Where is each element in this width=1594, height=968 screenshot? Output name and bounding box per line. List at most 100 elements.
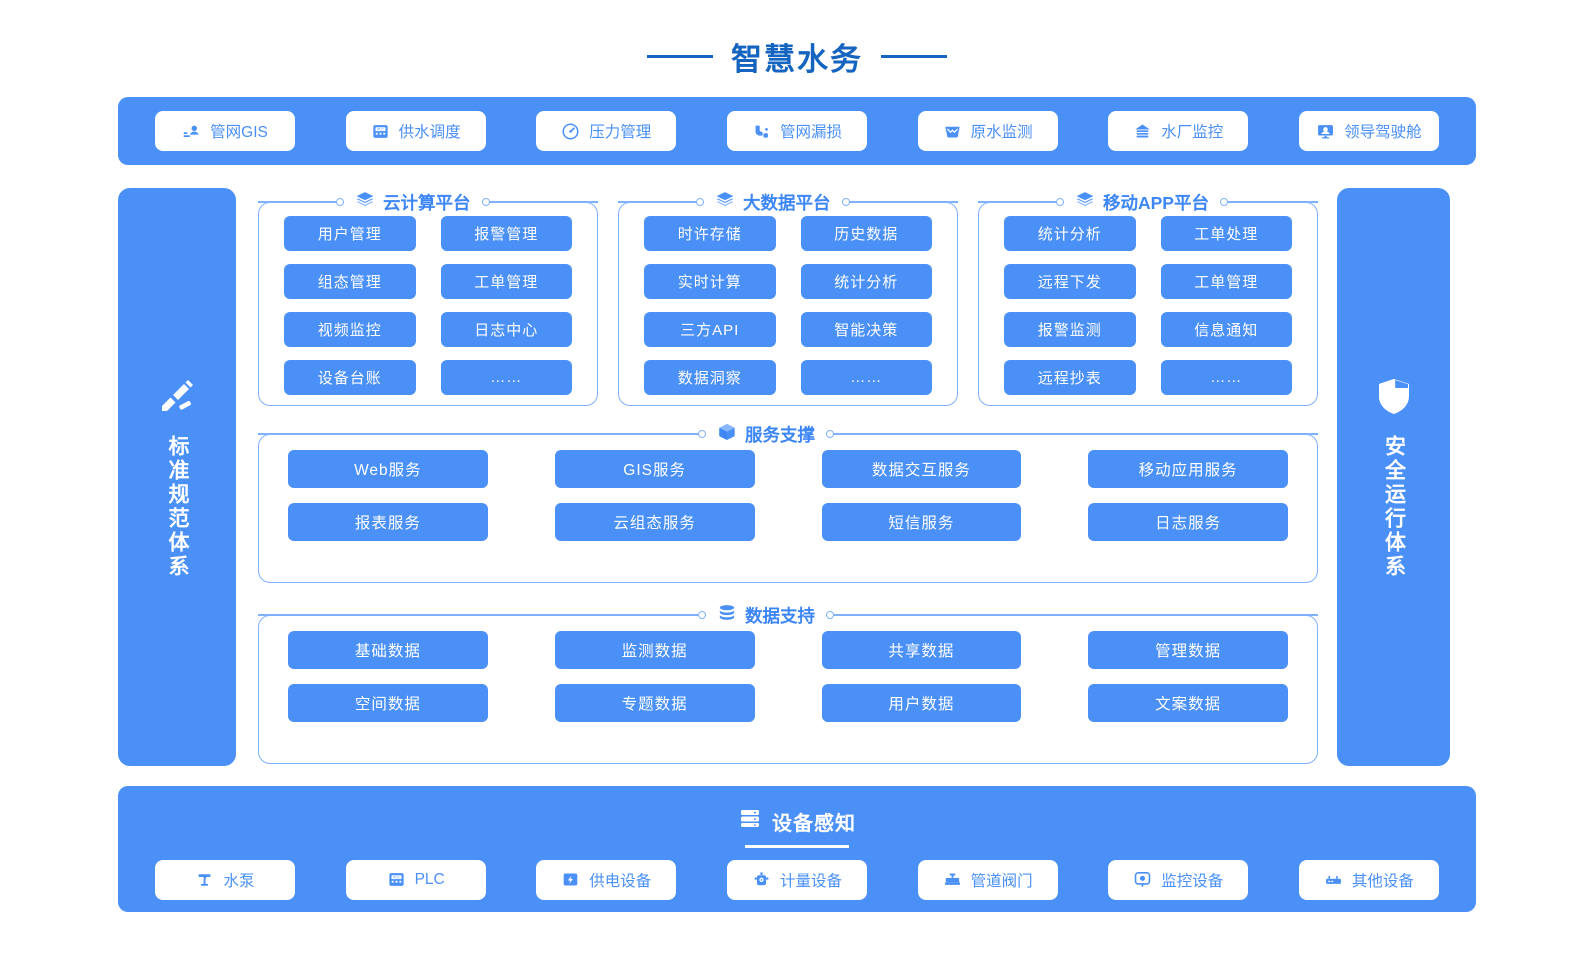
platform-tile[interactable]: 报警监测 xyxy=(1004,312,1136,347)
service-support-panel: 服务支撑 Web服务 GIS服务 数据交互服务 移动应用服务报表服务 云组态服务 短信服务 日… xyxy=(258,420,1318,583)
ruler-pencil-icon xyxy=(157,376,197,421)
router-device-icon xyxy=(1324,870,1343,889)
panel-title-text: 数据支持 xyxy=(745,605,815,626)
data-tile[interactable]: 用户数据 xyxy=(821,684,1022,722)
platform-tile[interactable]: 视频监控 xyxy=(284,312,416,347)
sidebar-security-system[interactable]: 安全运行体系 xyxy=(1337,188,1450,766)
data-tile[interactable]: 专题数据 xyxy=(554,684,755,722)
panel-header-dot-right xyxy=(826,611,834,619)
service-tile[interactable]: GIS服务 xyxy=(554,450,755,488)
platform-tile[interactable]: 远程抄表 xyxy=(1004,360,1136,395)
service-tile[interactable]: Web服务 xyxy=(288,450,488,488)
panel-header-line-left xyxy=(258,201,336,203)
sidebar-standards-system[interactable]: 标准规范体系 xyxy=(118,188,236,766)
title-rule-right xyxy=(881,55,947,58)
panel-header-dot-left xyxy=(698,430,706,438)
topnav-item-5[interactable]: 原水监测 xyxy=(917,111,1058,151)
panel-header-dot-right xyxy=(826,430,834,438)
panel-header-dot-right xyxy=(481,198,490,206)
panel-title-text: 服务支撑 xyxy=(745,424,815,445)
panel-body: 基础数据 监测数据 共享数据 管理数据空间数据 专题数据 用户数据 文案数据 xyxy=(258,601,1318,748)
data-tile[interactable]: 监测数据 xyxy=(554,631,755,669)
platform-tile[interactable]: …… xyxy=(800,360,932,395)
layers-icon xyxy=(1075,190,1095,215)
platform-tile[interactable]: 统计分析 xyxy=(1004,216,1136,251)
data-tile[interactable]: 管理数据 xyxy=(1088,631,1288,669)
data-tile[interactable]: 空间数据 xyxy=(288,684,488,722)
topnav-item-label: 领导驾驶舱 xyxy=(1344,124,1422,141)
topnav-item-label: 管网漏损 xyxy=(779,124,842,141)
plc-controller-icon: PLC xyxy=(387,870,406,889)
platform-tile[interactable]: …… xyxy=(440,360,572,395)
sidebar-security-label: 安全运行体系 xyxy=(1382,434,1406,579)
topnav-item-label: 水厂监控 xyxy=(1161,124,1224,141)
water-meter-icon xyxy=(752,870,771,889)
svg-text:PLC: PLC xyxy=(377,127,384,131)
data-tile[interactable]: 共享数据 xyxy=(821,631,1022,669)
shield-icon xyxy=(1375,376,1413,421)
data-tile[interactable]: 文案数据 xyxy=(1088,684,1288,722)
platform-tile[interactable]: 组态管理 xyxy=(284,264,416,299)
platform-tile[interactable]: 历史数据 xyxy=(800,216,932,251)
device-item-1[interactable]: 水泵 xyxy=(155,859,295,900)
platform-tile[interactable]: 设备台账 xyxy=(284,360,416,395)
platform-panel-3: 移动APP平台统计分析工单处理远程下发工单管理报警监测信息通知远程抄表…… xyxy=(978,188,1318,406)
platform-tile[interactable]: 工单管理 xyxy=(440,264,572,299)
topnav-item-1[interactable]: 管网GIS xyxy=(155,111,295,151)
data-tile[interactable]: 基础数据 xyxy=(288,631,488,669)
topnav-item-3[interactable]: 压力管理 xyxy=(536,111,677,151)
platform-tile[interactable]: 统计分析 xyxy=(800,264,932,299)
platform-tile[interactable]: 时许存储 xyxy=(644,216,776,251)
page-title: 智慧水务 xyxy=(0,34,1594,79)
panel-header-line-left xyxy=(978,201,1056,203)
device-item-4[interactable]: 计量设备 xyxy=(726,859,867,900)
service-tile[interactable]: 数据交互服务 xyxy=(821,450,1022,488)
platform-tile[interactable]: 工单管理 xyxy=(1160,264,1292,299)
service-tile[interactable]: 云组态服务 xyxy=(554,503,755,541)
platform-tile[interactable]: 日志中心 xyxy=(440,312,572,347)
topnav-item-label: 管网GIS xyxy=(210,124,268,141)
panel-header-title: 服务支撑 xyxy=(706,421,826,447)
device-sensing-title: 设备感知 xyxy=(118,786,1476,836)
panel-header: 服务支撑 xyxy=(258,420,1318,448)
service-tile[interactable]: 报表服务 xyxy=(288,503,488,541)
topnav-item-7[interactable]: 领导驾驶舱 xyxy=(1298,111,1439,151)
plc-controller-icon: PLC xyxy=(371,122,390,141)
service-tile[interactable]: 短信服务 xyxy=(821,503,1022,541)
device-item-7[interactable]: 其他设备 xyxy=(1298,859,1439,900)
device-item-6[interactable]: 监控设备 xyxy=(1108,859,1249,900)
platform-panel-1: 云计算平台用户管理报警管理组态管理工单管理视频监控日志中心设备台账…… xyxy=(258,188,598,406)
panel-header-line-right xyxy=(834,433,1318,435)
topnav-item-4[interactable]: 管网漏损 xyxy=(726,111,867,151)
device-sensing-underline xyxy=(745,845,849,848)
data-support-panel: 数据支持基础数据 监测数据 共享数据 管理数据空间数据 专题数据 用户数据 文案数据 xyxy=(258,601,1318,764)
platform-tile[interactable]: 三方API xyxy=(644,312,776,347)
device-item-5[interactable]: 管道阀门 xyxy=(917,859,1058,900)
topnav-item-6[interactable]: 水厂监控 xyxy=(1108,111,1249,151)
device-item-3[interactable]: 供电设备 xyxy=(536,859,677,900)
platform-tile[interactable]: 用户管理 xyxy=(284,216,416,251)
panel-body: 用户管理报警管理组态管理工单管理视频监控日志中心设备台账 …… xyxy=(258,188,598,415)
platform-tile[interactable]: 智能决策 xyxy=(800,312,932,347)
service-tile[interactable]: 移动应用服务 xyxy=(1088,450,1288,488)
platform-tile[interactable]: 实时计算 xyxy=(644,264,776,299)
platform-tile[interactable]: 信息通知 xyxy=(1160,312,1292,347)
panel-header-line-left xyxy=(258,433,698,435)
panel-header-line-left xyxy=(618,201,696,203)
page-title-text: 智慧水务 xyxy=(731,42,863,77)
water-basin-icon xyxy=(943,122,962,141)
platform-tile[interactable]: 数据洞察 xyxy=(644,360,776,395)
architecture-middle-column: 云计算平台用户管理报警管理组态管理工单管理视频监控日志中心设备台账……大数据平台… xyxy=(258,188,1318,766)
platform-tile[interactable]: 远程下发 xyxy=(1004,264,1136,299)
title-rule-left xyxy=(647,55,713,58)
service-tile[interactable]: 日志服务 xyxy=(1088,503,1288,541)
platform-tile[interactable]: 工单处理 xyxy=(1160,216,1292,251)
platform-tile[interactable]: 报警管理 xyxy=(440,216,572,251)
monitor-dashboard-icon xyxy=(1316,122,1335,141)
platform-tile[interactable]: …… xyxy=(1160,360,1292,395)
